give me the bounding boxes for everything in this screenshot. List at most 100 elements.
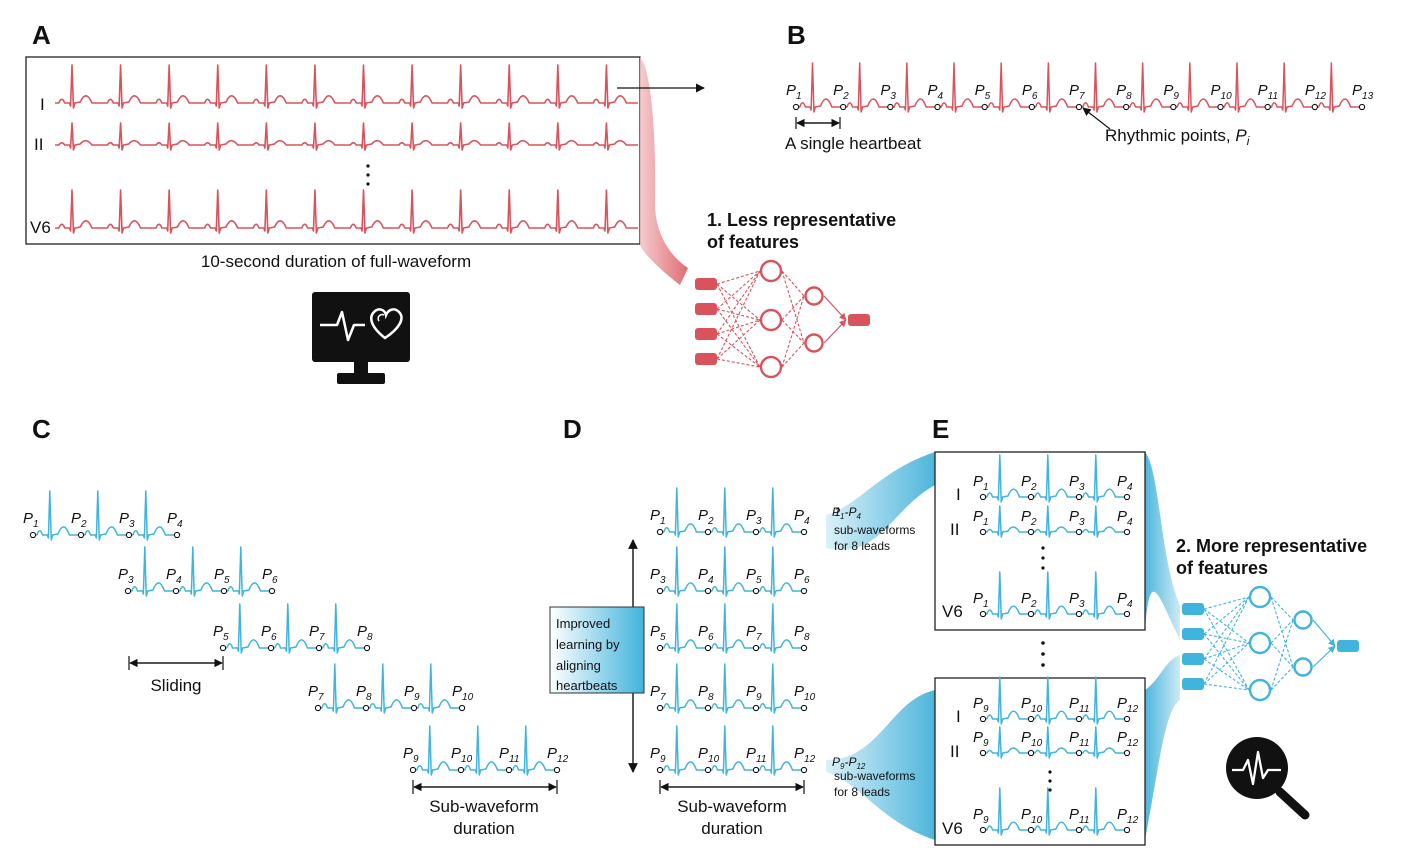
rhythmic-point-marker xyxy=(29,531,37,539)
rhythmic-point-marker xyxy=(752,704,760,712)
sub-waveform-trace xyxy=(128,546,272,597)
lead-sub-waveform-trace xyxy=(983,454,1127,503)
rhythmic-point-label: P5 xyxy=(746,566,762,586)
rhythmic-point-marker xyxy=(1170,103,1177,111)
sub-waveform-trace xyxy=(413,725,557,776)
rhythmic-point-marker xyxy=(792,103,800,111)
rhythmic-point-label: P4 xyxy=(794,507,810,527)
rhythmic-point-marker xyxy=(1027,610,1035,618)
rhythmic-point-marker xyxy=(704,644,712,652)
neural-network-blue xyxy=(1182,585,1359,702)
sliding-bracket xyxy=(128,656,224,670)
rhythmic-point-marker xyxy=(752,528,760,536)
e-ellipsis-2 xyxy=(1041,641,1045,667)
more-representative-title: 2. More representative xyxy=(1176,536,1367,556)
rhythmic-point-label: P3 xyxy=(650,566,666,586)
input-node xyxy=(1182,628,1204,640)
rhythmic-point-marker xyxy=(219,644,227,652)
rhythmic-point-marker xyxy=(1075,528,1083,536)
e2-lead-ii: II xyxy=(950,742,959,761)
sub-waveform-trace xyxy=(660,603,804,654)
hidden-node xyxy=(1248,631,1272,655)
sub-waveform-trace xyxy=(33,490,177,541)
neural-network-red xyxy=(695,259,870,379)
rhythmic-point-marker xyxy=(1123,528,1131,536)
rhythmic-point-marker xyxy=(752,766,760,774)
input-node xyxy=(695,278,717,290)
sub-waveform-trace xyxy=(223,603,367,654)
full-waveform-box xyxy=(25,56,641,245)
hidden-node xyxy=(759,259,783,283)
lead-ii-trace xyxy=(55,122,638,151)
leads-box-p9-p12 xyxy=(934,677,1146,846)
ecg-monitor-heart-icon xyxy=(312,292,410,384)
hidden-node xyxy=(1248,585,1272,609)
rhythmic-point-label: P7 xyxy=(1069,82,1085,102)
c-duration-label-1: Sub-waveform xyxy=(429,797,539,816)
lead-sub-waveform-trace xyxy=(983,676,1127,725)
rhythmic-point-label: P12 xyxy=(794,745,816,765)
rhythmic-point-marker xyxy=(979,826,987,834)
rhythmic-point-label: P10 xyxy=(794,683,816,703)
rhythmic-point-marker xyxy=(458,704,466,712)
c-duration-bracket xyxy=(412,780,558,794)
rhythmic-point-marker xyxy=(1123,103,1130,111)
rhythmic-point-label: P9 xyxy=(1163,82,1179,102)
group-bottom-line-3: for 8 leads xyxy=(834,785,890,799)
blue-fan-right-top xyxy=(1145,452,1180,640)
rhythmic-point-marker xyxy=(1027,715,1035,723)
rhythmic-point-label: P7 xyxy=(308,683,324,703)
rhythmic-point-marker xyxy=(1075,749,1083,757)
hidden-node xyxy=(759,308,783,332)
rhythmic-point-label: P11 xyxy=(499,745,519,765)
rhythmic-point-marker xyxy=(553,766,561,774)
rhythmic-point-marker xyxy=(979,715,987,723)
panel-label-c: C xyxy=(32,414,51,444)
rhythmic-point-label: P2 xyxy=(833,82,849,102)
sliding-label: Sliding xyxy=(150,676,201,695)
c-duration-label-2: duration xyxy=(453,819,514,838)
rhythmic-point-marker xyxy=(979,749,987,757)
e1-lead-i: I xyxy=(956,485,961,504)
input-node xyxy=(695,353,717,365)
rhythmic-point-marker xyxy=(267,644,275,652)
panel-label-b: B xyxy=(787,20,806,50)
group-label-top: 1 xyxy=(834,505,841,519)
improved-line-4: heartbeats xyxy=(556,678,618,693)
improved-line-2: learning by xyxy=(556,637,620,652)
input-node xyxy=(695,303,717,315)
rhythmic-point-label: P6 xyxy=(1022,82,1038,102)
rhythmic-point-marker xyxy=(77,531,85,539)
rhythmic-point-label: P5 xyxy=(214,566,230,586)
rhythmic-point-marker xyxy=(800,644,808,652)
rhythmic-point-marker xyxy=(1264,103,1271,111)
panel-label-d: D xyxy=(563,414,582,444)
rhythmic-point-marker xyxy=(752,587,760,595)
improved-learning-box xyxy=(549,606,645,694)
heartbeat-bracket xyxy=(795,117,841,129)
rhythmic-point-marker xyxy=(1123,493,1131,501)
hidden-node xyxy=(759,355,783,379)
rhythmic-point-label: P13 xyxy=(1352,82,1374,102)
input-node xyxy=(1182,603,1204,615)
rhythmic-point-marker xyxy=(1028,103,1035,111)
rhythmic-point-label: P5 xyxy=(213,623,229,643)
rhythmic-point-label: P4 xyxy=(167,510,183,530)
e2-lead-i: I xyxy=(956,707,961,726)
rhythmic-point-label: P12 xyxy=(1305,82,1327,102)
rhythmic-point-marker xyxy=(1217,103,1224,111)
sub-waveform-trace xyxy=(660,725,804,776)
rhythmic-point-label: P4 xyxy=(698,566,714,586)
rhythmic-point-label: P3 xyxy=(880,82,896,102)
input-node xyxy=(1182,678,1204,690)
ecg-magnifier-icon xyxy=(1226,737,1310,820)
rhythmic-point-label: P1 xyxy=(650,507,666,527)
rhythmic-point-marker xyxy=(314,704,322,712)
e1-lead-ii: II xyxy=(950,520,959,539)
rhythmic-point-marker xyxy=(704,587,712,595)
blue-fan-top xyxy=(826,452,935,550)
rhythmic-point-marker xyxy=(656,766,664,774)
rhythmic-point-label: P1 xyxy=(23,510,39,530)
